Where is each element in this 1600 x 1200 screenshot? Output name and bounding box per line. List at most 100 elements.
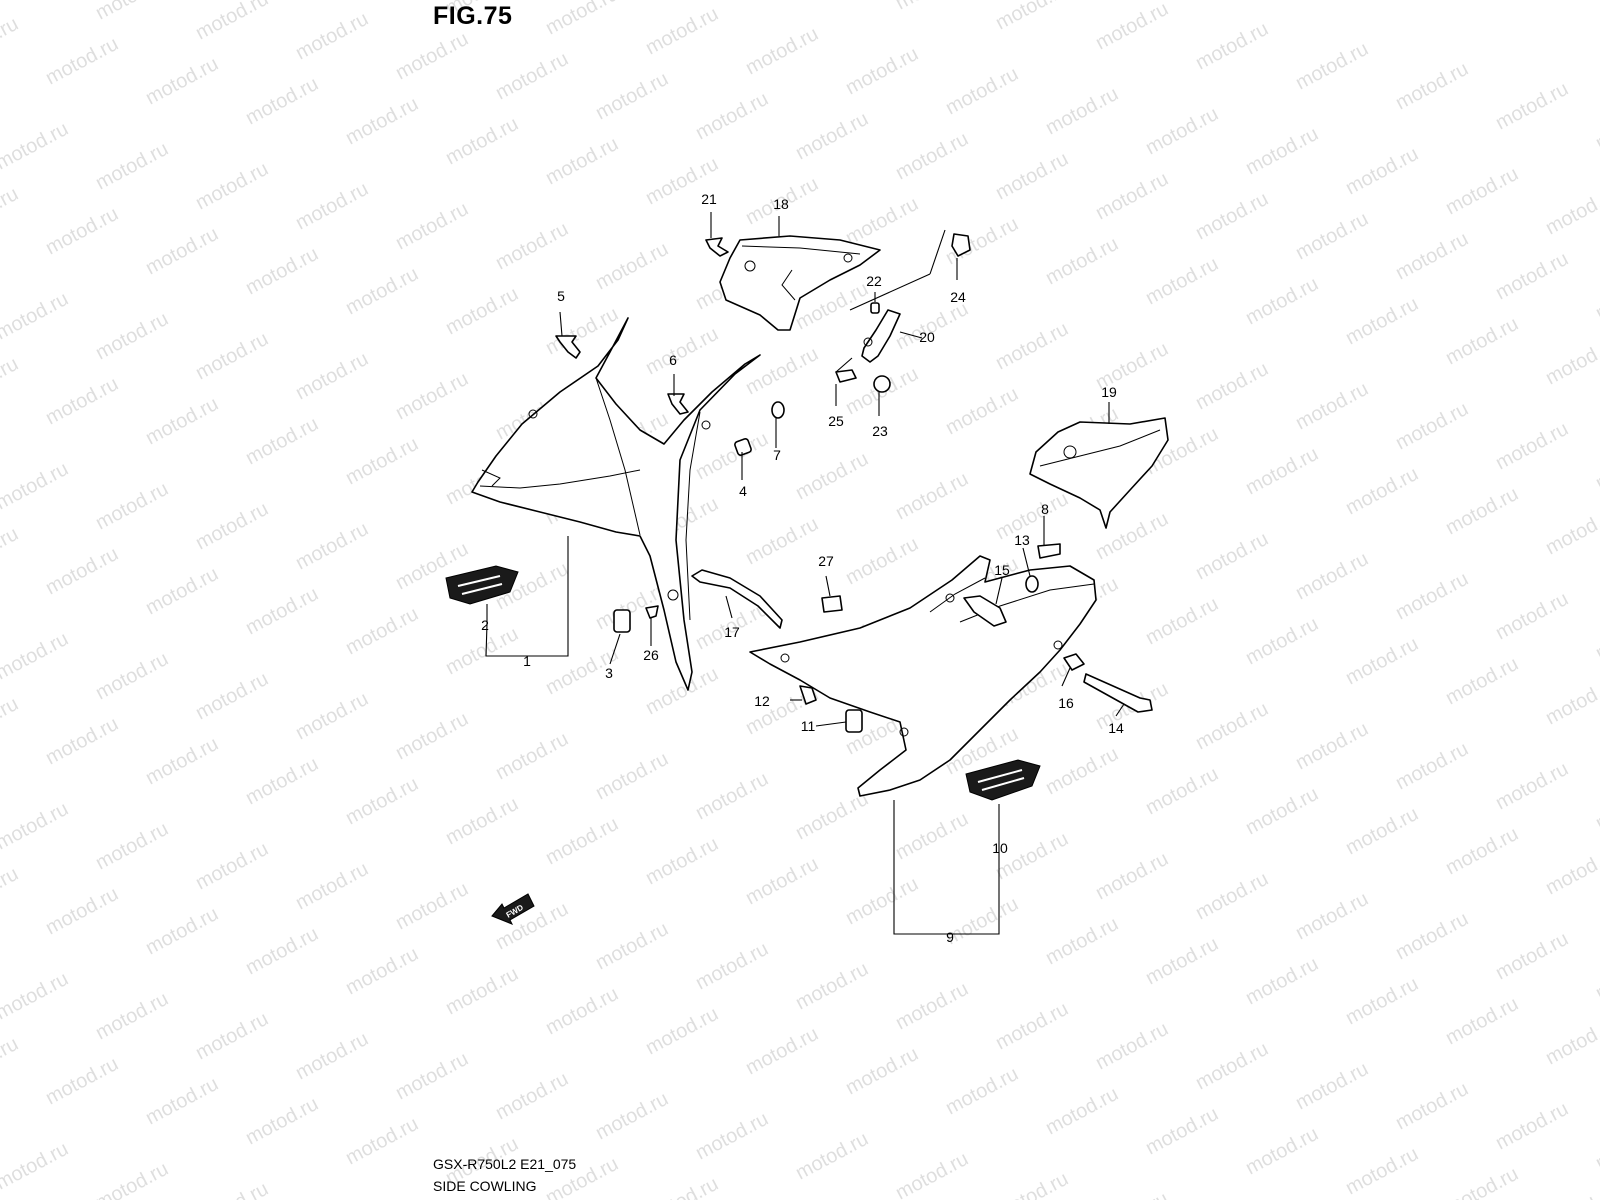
callout-labels: 1 2 3 4 5 6 7 8 9 10 11 12 13 14 15 16 1… (481, 191, 1124, 945)
watermark-text: motod.ru (942, 63, 1022, 119)
watermark-text: motod.ru (0, 968, 72, 1024)
watermark-text: motod.ru (0, 353, 22, 409)
watermark-text: motod.ru (1142, 593, 1222, 649)
callout-26: 26 (643, 647, 659, 663)
watermark-text: motod.ru (1542, 673, 1600, 729)
watermark-text: motod.ru (692, 88, 772, 144)
watermark-text: motod.ru (792, 108, 872, 164)
watermark-text: motod.ru (1342, 463, 1422, 519)
callout-4: 4 (739, 483, 747, 499)
watermark-text: motod.ru (1242, 273, 1322, 329)
watermark-text: motod.ru (1592, 778, 1600, 834)
watermark-text: motod.ru (792, 958, 872, 1014)
cushion-25-shape (835, 369, 857, 383)
cushion-27-shape (821, 595, 843, 613)
watermark-text: motod.ru (542, 813, 622, 869)
watermark-text: motod.ru (642, 323, 722, 379)
callout-1: 1 (523, 653, 531, 669)
watermark-text: motod.ru (1592, 98, 1600, 154)
callout-22: 22 (866, 273, 882, 289)
watermark-text: motod.ru (242, 923, 322, 979)
watermark-text: motod.ru (542, 983, 622, 1039)
watermark-text: motod.ru (1592, 1118, 1600, 1174)
callout-16: 16 (1058, 695, 1074, 711)
watermark-text: motod.ru (892, 978, 972, 1034)
watermark-text: motod.ru (0, 1033, 22, 1089)
watermark-text: motod.ru (692, 1108, 772, 1164)
watermark-text: motod.ru (1242, 783, 1322, 839)
watermark-text: motod.ru (1542, 503, 1600, 559)
watermark-text: motod.ru (1092, 848, 1172, 904)
watermark-text: motod.ru (192, 328, 272, 384)
nut-7-shape (771, 401, 785, 419)
watermark-text: motod.ru (1192, 868, 1272, 924)
watermark-text: motod.ru (92, 648, 172, 704)
watermark-text: motod.ru (342, 773, 422, 829)
watermark-text: motod.ru (1492, 78, 1572, 134)
nut-3-shape (613, 609, 631, 633)
watermark-text: motod.ru (1192, 358, 1272, 414)
watermark-text: motod.ru (542, 133, 622, 189)
callout-25: 25 (828, 413, 844, 429)
callout-7: 7 (773, 447, 781, 463)
watermark-text: motod.ru (42, 1053, 122, 1109)
watermark-text: motod.ru (992, 0, 1072, 34)
watermark-text: motod.ru (592, 918, 672, 974)
watermark-text: motod.ru (1592, 268, 1600, 324)
watermark-text: motod.ru (1492, 588, 1572, 644)
watermark-text: motod.ru (1292, 208, 1372, 264)
watermark-text: motod.ru (1592, 438, 1600, 494)
watermark-text: motod.ru (992, 488, 1072, 544)
watermark-text: motod.ru (142, 1073, 222, 1129)
watermark-text: motod.ru (1392, 908, 1472, 964)
watermark-text: motod.ru (0, 628, 72, 684)
watermark-text: motod.ru (942, 383, 1022, 439)
watermark-text: motod.ru (1442, 1163, 1522, 1200)
watermark-text: motod.ru (0, 13, 22, 69)
screw-5-shape (555, 335, 581, 359)
watermark-text: motod.ru (842, 1043, 922, 1099)
watermark-text: motod.ru (1292, 548, 1372, 604)
watermark-text: motod.ru (892, 1148, 972, 1200)
watermark-text: motod.ru (242, 583, 322, 639)
watermark-text: motod.ru (42, 713, 122, 769)
watermark-text: motod.ru (842, 43, 922, 99)
watermark-text: motod.ru (242, 753, 322, 809)
watermark-text: motod.ru (192, 0, 272, 44)
watermark-text: motod.ru (1042, 743, 1122, 799)
watermark-text: motod.ru (492, 218, 572, 274)
watermark-text: motod.ru (142, 223, 222, 279)
watermark-text: motod.ru (1392, 738, 1472, 794)
callout-8: 8 (1041, 501, 1049, 517)
watermark-text: motod.ru (642, 1003, 722, 1059)
watermark-text: motod.ru (292, 1028, 372, 1084)
watermark-text: motod.ru (342, 433, 422, 489)
watermark-text: motod.ru (192, 838, 272, 894)
watermark-text: motod.ru (42, 373, 122, 429)
watermark-text: motod.ru (1192, 528, 1272, 584)
watermark-text: motod.ru (1392, 568, 1472, 624)
watermark-text: motod.ru (142, 393, 222, 449)
watermark-text: motod.ru (1142, 103, 1222, 159)
watermark-text: motod.ru (1292, 888, 1372, 944)
watermark-text: motod.ru (1142, 253, 1222, 309)
watermark-text: motod.ru (1392, 1078, 1472, 1134)
watermark-text: motod.ru (992, 828, 1072, 884)
watermark-text: motod.ru (992, 998, 1072, 1054)
watermark-text: motod.ru (1042, 233, 1122, 289)
callout-15: 15 (994, 562, 1010, 578)
watermark-text: motod.ru (392, 708, 472, 764)
watermark-text: motod.ru (1192, 1038, 1272, 1094)
watermark-text: motod.ru (0, 798, 72, 854)
watermark-text: motod.ru (892, 808, 972, 864)
screw-12-shape (799, 685, 817, 705)
callout-11: 11 (801, 718, 816, 734)
watermark-text: motod.ru (1492, 928, 1572, 984)
watermark-text: motod.ru (692, 428, 772, 484)
screw-21-shape (705, 237, 729, 257)
watermark-text: motod.ru (942, 1063, 1022, 1119)
watermark-text: motod.ru (542, 0, 622, 39)
watermark-text: motod.ru (392, 1048, 472, 1104)
watermark-text: motod.ru (292, 858, 372, 914)
